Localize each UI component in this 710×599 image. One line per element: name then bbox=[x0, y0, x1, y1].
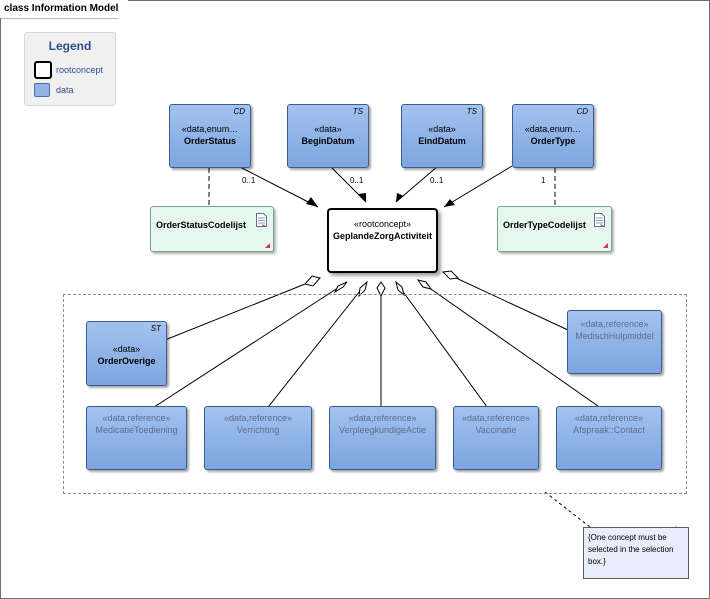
medicatietoediening-stereotype: «data,reference» bbox=[102, 413, 171, 423]
link-begindatum-arrow bbox=[358, 193, 366, 202]
class-verpleegkundigeactie[interactable]: «data,reference» VerpleegkundigeActie bbox=[329, 406, 436, 470]
link-verrichting bbox=[264, 281, 368, 412]
medischhulpmiddel-stereotype: «data,reference» bbox=[580, 319, 649, 329]
orderstatus-name: OrderStatus bbox=[183, 136, 236, 146]
class-verrichting[interactable]: «data,reference» Verrichting bbox=[204, 406, 312, 470]
document-icon bbox=[594, 213, 605, 227]
class-ordertypecodelijst[interactable]: OrderTypeCodelijst bbox=[497, 206, 612, 252]
link-medischhulpmiddel bbox=[442, 271, 569, 331]
root-name: GeplandeZorgActiviteit bbox=[332, 231, 432, 241]
afspraakcontact-stereotype: «data,reference» bbox=[574, 413, 644, 423]
corner-marker-icon bbox=[265, 243, 270, 248]
einddatum-type-tag: TS bbox=[466, 107, 477, 116]
ordertype-name: OrderType bbox=[530, 136, 576, 146]
begindatum-stereotype: «data» bbox=[314, 124, 342, 134]
einddatum-stereotype: «data» bbox=[428, 124, 456, 134]
mult-begindatum: 0..1 bbox=[350, 176, 364, 185]
link-ordertype-arrow bbox=[444, 199, 455, 207]
link-ordertype bbox=[443, 165, 513, 208]
link-orderoverige-diamond bbox=[304, 275, 321, 287]
class-einddatum[interactable]: TS «data» EindDatum bbox=[401, 104, 483, 168]
corner-marker-icon bbox=[603, 243, 608, 248]
class-orderoverige[interactable]: ST «data» OrderOverige bbox=[86, 321, 167, 386]
orderstatuscodelijst-name: OrderStatusCodelijst bbox=[156, 220, 247, 230]
class-orderstatus[interactable]: CD «data,enum… OrderStatus bbox=[169, 104, 251, 168]
frame-title: class Information Model bbox=[0, 0, 129, 18]
orderoverige-stereotype: «data» bbox=[112, 344, 141, 354]
medischhulpmiddel-name: MedischHulpmiddel bbox=[575, 331, 654, 341]
constraint-note: {One concept must be selected in the sel… bbox=[583, 527, 689, 579]
orderstatus-stereotype: «data,enum… bbox=[181, 124, 239, 134]
root-stereotype: «rootconcept» bbox=[353, 219, 412, 229]
legend-data-swatch bbox=[34, 83, 50, 97]
link-orderstatus-arrow bbox=[306, 197, 318, 207]
document-icon bbox=[256, 213, 267, 227]
medicatietoediening-name: MedicatieToediening bbox=[95, 425, 178, 435]
link-orderstatus bbox=[237, 165, 319, 208]
link-note bbox=[544, 491, 591, 528]
link-afspraakcontact-diamond bbox=[416, 279, 433, 290]
class-ordertype[interactable]: CD «data,enum… OrderType bbox=[512, 104, 594, 168]
class-begindatum[interactable]: TS «data» BeginDatum bbox=[287, 104, 369, 168]
class-medicatietoediening[interactable]: «data,reference» MedicatieToediening bbox=[86, 406, 187, 470]
note-text: {One concept must be selected in the sel… bbox=[588, 533, 674, 566]
legend-data-label: data bbox=[56, 85, 74, 95]
legend: Legend rootconcept data bbox=[24, 32, 116, 106]
orderstatus-type-tag: CD bbox=[233, 107, 245, 116]
mult-ordertype: 1 bbox=[541, 176, 546, 185]
vaccinatie-stereotype: «data,reference» bbox=[461, 413, 531, 423]
verpleegkundigeactie-name: VerpleegkundigeActie bbox=[338, 425, 427, 435]
orderoverige-name: OrderOverige bbox=[97, 356, 156, 366]
selection-box bbox=[63, 294, 687, 494]
link-medicatietoediening-diamond bbox=[333, 281, 348, 294]
class-medischhulpmiddel[interactable]: «data,reference» MedischHulpmiddel bbox=[567, 310, 662, 374]
ordertype-stereotype: «data,enum… bbox=[524, 124, 582, 134]
begindatum-type-tag: TS bbox=[352, 107, 363, 116]
ordertype-type-tag: CD bbox=[576, 107, 588, 116]
legend-rootconcept-swatch bbox=[34, 61, 52, 79]
legend-title: Legend bbox=[48, 39, 92, 53]
link-medicatietoediening bbox=[147, 281, 348, 412]
link-verrichting-diamond bbox=[358, 280, 368, 298]
link-vaccinatie-diamond bbox=[395, 280, 405, 297]
verpleegkundigeactie-stereotype: «data,reference» bbox=[348, 413, 417, 423]
link-einddatum-arrow bbox=[396, 193, 404, 202]
legend-rootconcept-label: rootconcept bbox=[56, 65, 104, 75]
mult-orderstatus: 0..1 bbox=[242, 176, 256, 185]
verrichting-name: Verrichting bbox=[236, 425, 280, 435]
link-afspraakcontact bbox=[417, 279, 606, 412]
mult-einddatum: 0..1 bbox=[430, 176, 444, 185]
class-geplandezorgactiviteit[interactable]: «rootconcept» GeplandeZorgActiviteit bbox=[327, 208, 438, 273]
einddatum-name: EindDatum bbox=[418, 136, 466, 146]
link-orderoverige bbox=[149, 277, 321, 347]
afspraakcontact-name: Afspraak::Contact bbox=[573, 425, 645, 435]
link-medischhulpmiddel-diamond bbox=[441, 270, 460, 280]
ordertypecodelijst-name: OrderTypeCodelijst bbox=[503, 220, 586, 230]
begindatum-name: BeginDatum bbox=[301, 136, 355, 146]
class-vaccinatie[interactable]: «data,reference» Vaccinatie bbox=[453, 406, 539, 470]
vaccinatie-name: Vaccinatie bbox=[475, 425, 517, 435]
class-orderstatuscodelijst[interactable]: OrderStatusCodelijst bbox=[150, 206, 274, 252]
class-afspraakcontact[interactable]: «data,reference» Afspraak::Contact bbox=[556, 406, 662, 470]
link-vaccinatie bbox=[395, 281, 491, 412]
orderoverige-type-tag: ST bbox=[150, 324, 161, 333]
verrichting-stereotype: «data,reference» bbox=[223, 413, 293, 423]
link-verpleegkundigeactie-diamond bbox=[376, 281, 386, 298]
